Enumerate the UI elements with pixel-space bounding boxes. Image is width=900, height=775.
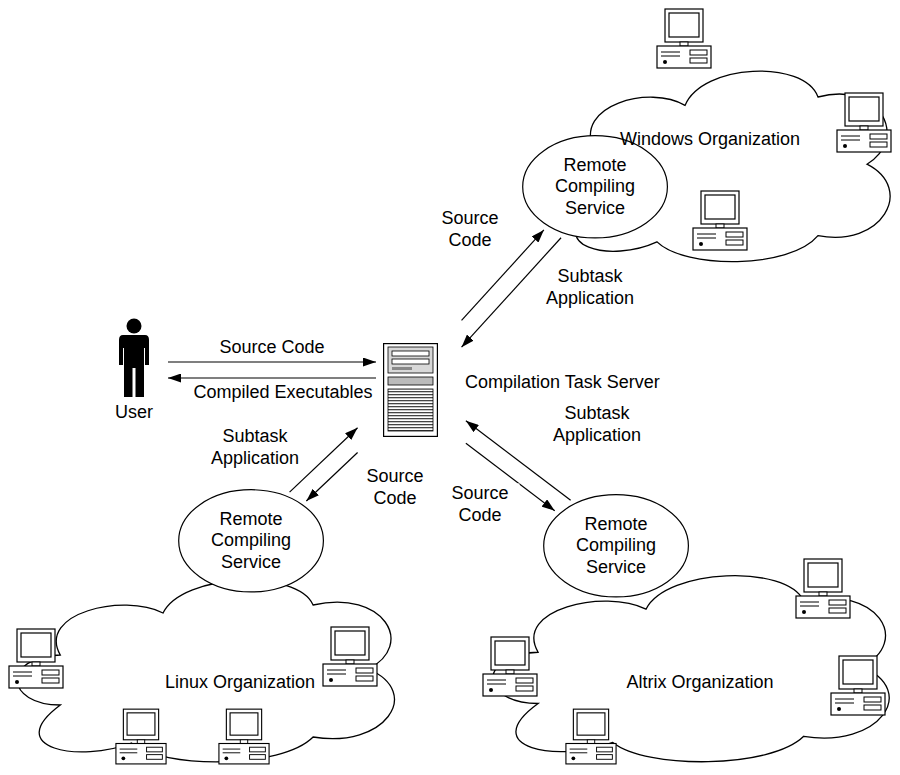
node-label: Compilation Task Server [465, 372, 660, 394]
node-label: Remote Compiling Service [549, 155, 641, 220]
server-icon [383, 343, 438, 437]
edge-label: Subtask Application [203, 426, 307, 469]
computer-icon [116, 709, 166, 764]
computer-icon [657, 9, 711, 68]
person-icon [115, 318, 153, 398]
computer-icon [323, 627, 377, 686]
edge-label: Source Code [431, 208, 510, 251]
computer-icon [796, 559, 850, 618]
edge-label: Source Code [217, 337, 326, 359]
node-label: User [115, 402, 153, 424]
computer-icon [483, 637, 537, 696]
service-ellipse: Remote Compiling Service [543, 494, 689, 598]
node-label: Remote Compiling Service [570, 514, 662, 579]
service-ellipse: Remote Compiling Service [522, 135, 668, 239]
flow-arrow [168, 377, 376, 378]
computer-icon [219, 709, 269, 764]
node-label: Windows Organization [620, 129, 800, 151]
edge-label: Source Code [441, 483, 520, 526]
computer-icon [837, 93, 891, 152]
service-ellipse: Remote Compiling Service [178, 489, 324, 593]
flow-arrow [306, 452, 357, 500]
edge-label: Compiled Executables [191, 382, 374, 404]
computer-icon [9, 629, 63, 688]
flow-arrow [168, 361, 376, 362]
computer-icon [831, 656, 885, 715]
server-icon-box: Compilation Task Server [383, 343, 438, 437]
edge-label: Source Code [356, 466, 435, 509]
edge-label: Subtask Application [538, 266, 642, 309]
edge-label: Subtask Application [545, 403, 649, 446]
computer-icon [566, 709, 616, 764]
node-label: Remote Compiling Service [205, 509, 297, 574]
user-figure: User [115, 318, 153, 398]
node-label: Altrix Organization [626, 672, 773, 694]
computer-icon [693, 191, 747, 250]
node-label: Linux Organization [165, 672, 315, 694]
